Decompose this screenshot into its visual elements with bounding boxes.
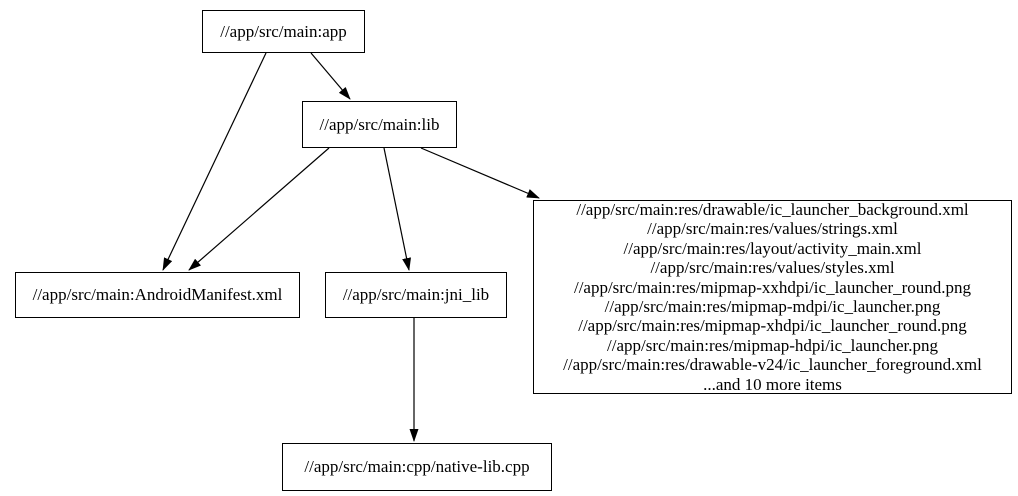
res-file-line: //app/src/main:res/layout/activity_main.… (623, 238, 922, 258)
edge-lib-to-manifest (188, 147, 330, 271)
node-app-label: //app/src/main:app (220, 21, 347, 41)
edge-app-to-manifest (162, 52, 267, 271)
node-jni-lib-label: //app/src/main:jni_lib (342, 285, 490, 305)
res-file-line: //app/src/main:res/mipmap-mdpi/ic_launch… (604, 297, 941, 316)
node-lib-label: //app/src/main:lib (319, 114, 440, 134)
edge-lib-to-resources (420, 147, 540, 199)
res-file-line: //app/src/main:res/mipmap-xxhdpi/ic_laun… (573, 277, 972, 297)
node-android-manifest-label: //app/src/main:AndroidManifest.xml (32, 285, 283, 305)
node-native-lib-cpp-label: //app/src/main:cpp/native-lib.cpp (304, 457, 530, 477)
node-app: //app/src/main:app (202, 10, 365, 53)
node-android-manifest: //app/src/main:AndroidManifest.xml (15, 272, 300, 318)
res-more-items-line: ...and 10 more items (703, 374, 842, 394)
res-file-line: //app/src/main:res/values/strings.xml (647, 219, 898, 239)
edge-lib-to-jni-lib (383, 147, 411, 271)
res-file-line: //app/src/main:res/values/styles.xml (650, 258, 895, 278)
node-lib: //app/src/main:lib (302, 101, 457, 148)
node-jni-lib: //app/src/main:jni_lib (325, 272, 507, 318)
node-res-files-group: //app/src/main:res/drawable/ic_launcher_… (533, 200, 1012, 394)
res-file-line: //app/src/main:res/drawable/ic_launcher_… (576, 200, 969, 220)
res-file-line: //app/src/main:res/mipmap-hdpi/ic_launch… (607, 335, 938, 355)
res-file-line: //app/src/main:res/mipmap-xhdpi/ic_launc… (578, 316, 967, 336)
edge-app-to-lib (310, 52, 351, 100)
node-native-lib-cpp: //app/src/main:cpp/native-lib.cpp (282, 443, 552, 491)
res-file-line: //app/src/main:res/drawable-v24/ic_launc… (563, 355, 982, 375)
